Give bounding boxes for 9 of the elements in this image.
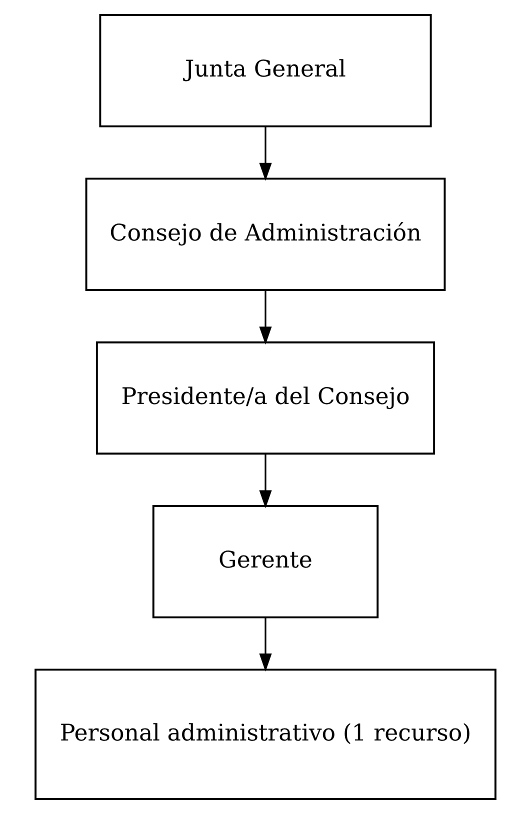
arrow — [258, 126, 272, 181]
node-box: Junta General — [98, 14, 432, 128]
node-box: Presidente/a del Consejo — [95, 341, 435, 455]
arrow — [258, 617, 272, 672]
node-box: Gerente — [152, 505, 378, 618]
arrow — [258, 290, 272, 345]
arrow — [258, 454, 272, 508]
node-box: Personal administrativo (1 recurso) — [34, 668, 496, 800]
node-box: Consejo de Administración — [84, 178, 446, 291]
